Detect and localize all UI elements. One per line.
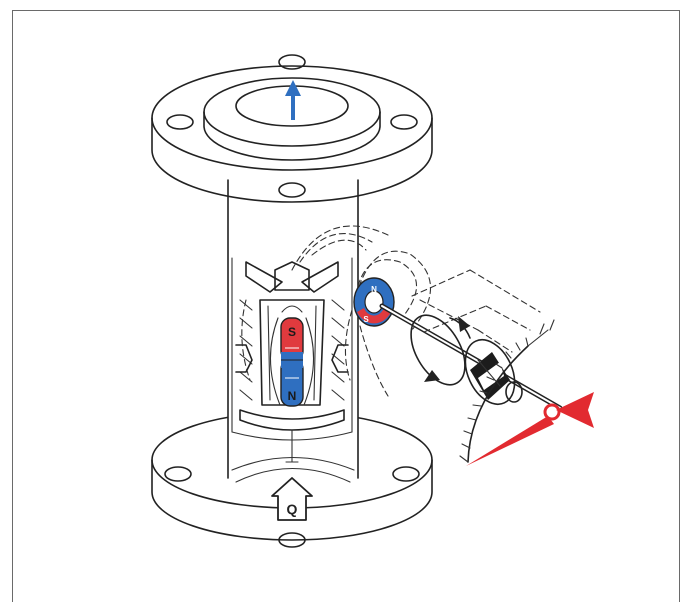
follower-magnet: N S xyxy=(353,277,395,327)
indicator-pointer xyxy=(466,392,594,466)
follower-north-label: N xyxy=(371,285,377,294)
bar-magnet: S N xyxy=(280,317,304,407)
rotation-housing xyxy=(410,269,541,386)
indicator-shaft xyxy=(379,303,563,411)
magnetic-field-lines xyxy=(241,225,432,397)
house-arrow-icon: Q xyxy=(271,477,313,521)
flow-label: Q xyxy=(287,501,298,517)
indicator-scale xyxy=(459,319,555,463)
follower-south-label: S xyxy=(363,315,369,324)
indicator-dial xyxy=(464,339,523,405)
up-arrow-icon xyxy=(285,80,301,120)
float-assembly xyxy=(231,257,353,463)
figure-frame xyxy=(12,10,680,602)
magnet-north-label: N xyxy=(288,389,297,403)
top-flange xyxy=(151,54,433,203)
magnet-south-label: S xyxy=(288,325,296,339)
